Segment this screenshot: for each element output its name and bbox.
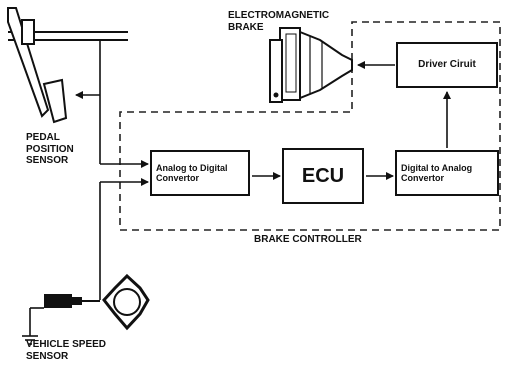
vehicle-speed-sensor-icon	[22, 273, 150, 345]
brake-controller-boundary	[119, 21, 501, 231]
brake-controller-label: BRAKE CONTROLLER	[254, 234, 362, 245]
dac-block: Digital to Analog Convertor	[395, 150, 499, 196]
ecu-block: ECU	[282, 148, 364, 204]
brake-controller-boundary-top	[351, 21, 373, 60]
driver-circuit-block: Driver Ciruit	[396, 42, 498, 88]
electromagnetic-brake-label: ELECTROMAGNETIC BRAKE	[228, 10, 329, 33]
driver-circuit-label: Driver Ciruit	[418, 59, 476, 71]
adc-line1: Analog to Digital	[156, 162, 228, 173]
ecu-label: ECU	[301, 164, 345, 187]
pedal-line3: SENSOR	[26, 155, 69, 166]
pedal-icon	[7, 7, 128, 124]
vehicle-speed-sensor-label: VEHICLE SPEED SENSOR	[26, 339, 106, 362]
adc-block: Analog to Digital Convertor	[150, 150, 250, 196]
pedal-line2: POSITION	[26, 143, 74, 155]
dac-line1: Digital to Analog	[401, 162, 473, 173]
adc-line2: Convertor	[156, 173, 200, 183]
vehicle-speed-line1: VEHICLE SPEED	[26, 339, 107, 350]
pedal-line1: PEDAL	[26, 132, 60, 143]
electromagnetic-brake-icon	[269, 27, 353, 103]
electromagnetic-brake-line2: BRAKE	[228, 21, 264, 33]
dac-line2: Convertor	[401, 173, 445, 183]
vehicle-speed-line2: SENSOR	[26, 350, 69, 362]
pedal-position-sensor-label: PEDAL POSITION SENSOR	[26, 132, 74, 167]
electromagnetic-brake-line1: ELECTROMAGNETIC	[228, 10, 330, 21]
